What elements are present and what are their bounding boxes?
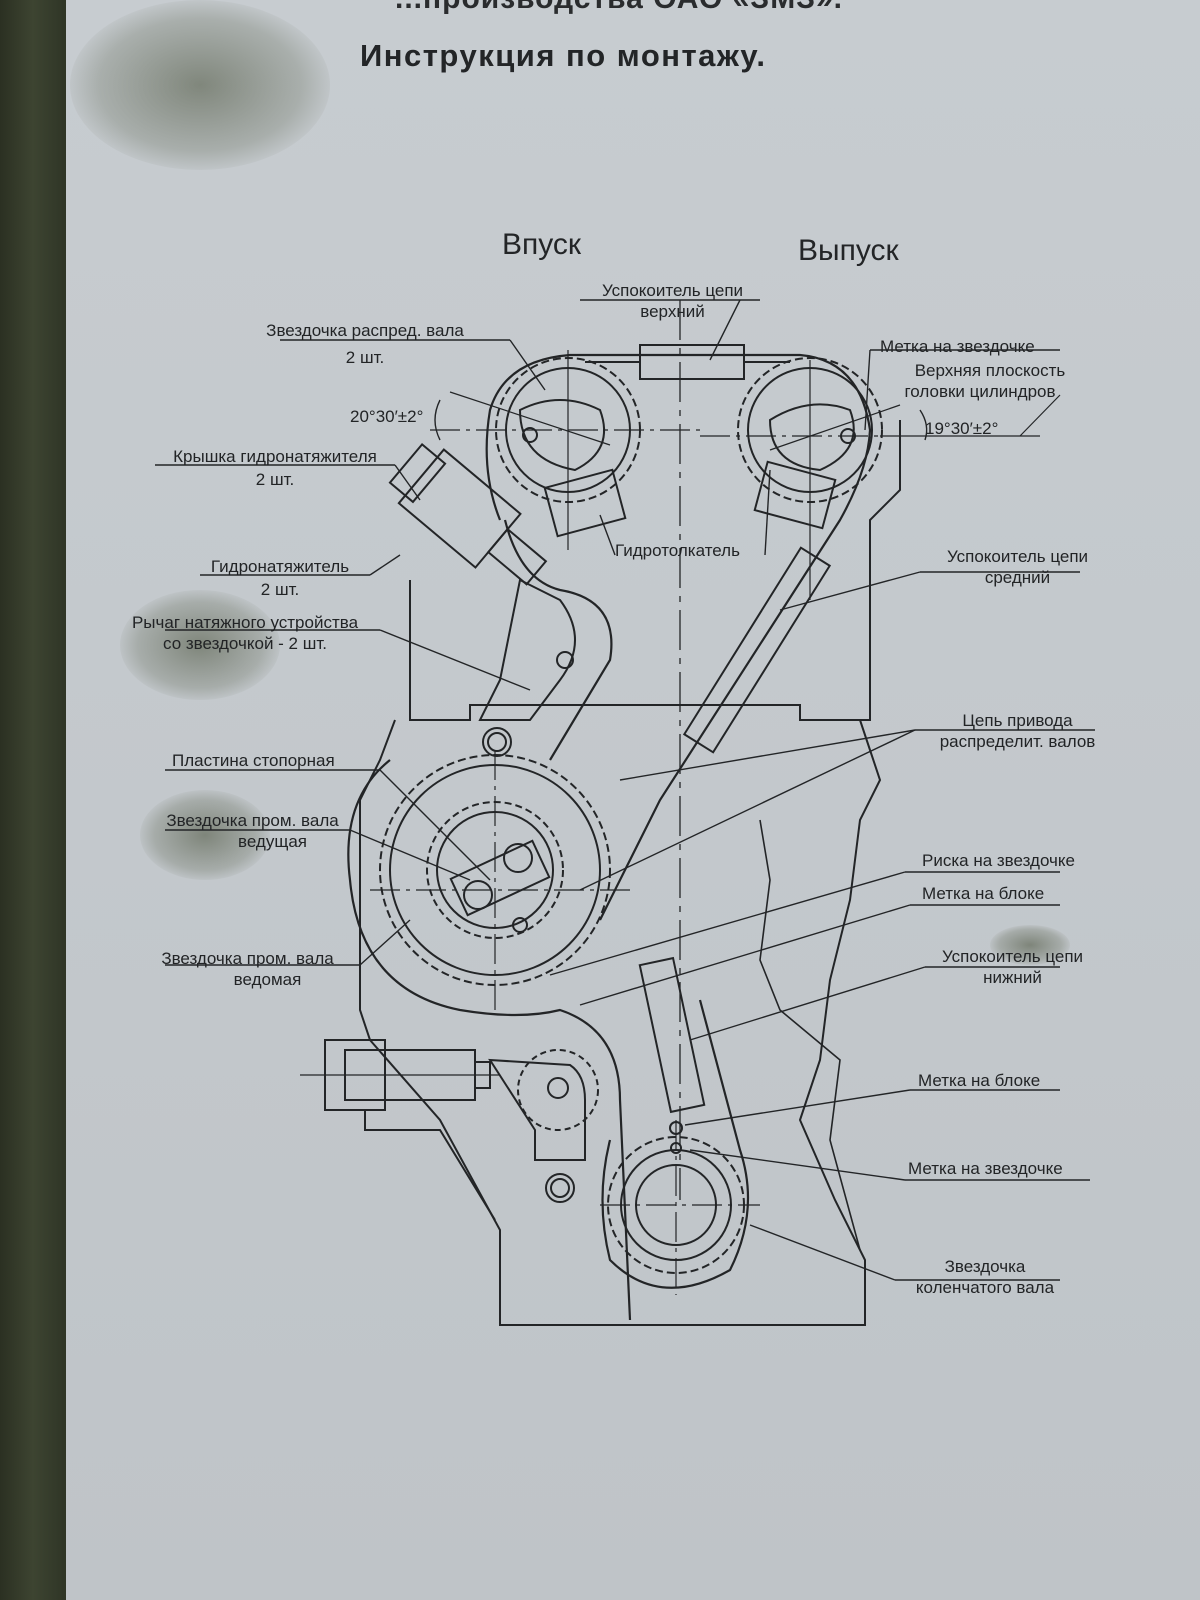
upper-chain bbox=[487, 355, 870, 920]
fingerprint-smudge bbox=[990, 925, 1070, 965]
label-line: Рычаг натяжного устройства bbox=[131, 613, 359, 632]
lower-hydraulic-tensioner bbox=[300, 1040, 500, 1220]
label-line: 2 шт. bbox=[260, 580, 300, 599]
tensioner-lever-label: Рычаг натяжного устройства со звездочкой… bbox=[105, 612, 385, 654]
label-line: средний bbox=[984, 568, 1051, 587]
sprocket-mark-low-label: Метка на звездочке bbox=[908, 1159, 1063, 1178]
lower-tensioner-lever bbox=[490, 1060, 585, 1160]
intake-angle-label: 20°30′±2° bbox=[350, 407, 424, 426]
label-line: Цепь привода bbox=[962, 711, 1073, 730]
head-plane-label: Верхняя плоскость головки цилиндров bbox=[880, 360, 1080, 402]
label-line: Звездочка пром. вала bbox=[161, 949, 334, 968]
lower-damper-label: Успокоитель цепи нижний bbox=[920, 946, 1105, 988]
upper-damper-shape bbox=[640, 345, 744, 379]
exhaust-camshaft-sprocket bbox=[700, 358, 900, 600]
camshaft-chain-label: Цепь привода распределит. валов bbox=[920, 710, 1115, 752]
label-line: Успокоитель цепи bbox=[601, 281, 744, 300]
intake-header: Впуск bbox=[502, 228, 582, 261]
label-line: ведомая bbox=[233, 970, 302, 989]
middle-damper-label: Успокоитель цепи средний bbox=[925, 546, 1110, 588]
document-title-partial: ...производства ОАО «ЗМЗ». bbox=[395, 0, 843, 16]
tensioner-cap-label: Крышка гидронатяжителя 2 шт. bbox=[150, 446, 400, 490]
intermediate-driven-sprocket-label: Звездочка пром. вала ведомая bbox=[135, 948, 360, 990]
hydraulic-lifter-label: Гидротолкатель bbox=[615, 541, 740, 560]
label-line: нижний bbox=[983, 968, 1042, 987]
label-line: распределит. валов bbox=[939, 732, 1096, 751]
intake-camshaft-sprocket bbox=[430, 350, 700, 550]
fingerprint-smudge bbox=[70, 0, 330, 170]
label-line: Звездочка bbox=[944, 1257, 1026, 1276]
lock-plate-label: Пластина стопорная bbox=[172, 751, 335, 770]
lower-chain bbox=[603, 1000, 749, 1288]
paper-sheet bbox=[66, 0, 1200, 1600]
label-line: Гидронатяжитель bbox=[210, 557, 350, 576]
upper-hydraulic-tensioner bbox=[384, 437, 559, 600]
label-line: головки цилиндров bbox=[904, 382, 1056, 401]
label-line: коленчатого вала bbox=[915, 1278, 1055, 1297]
engine-block-lower bbox=[360, 720, 880, 1325]
label-line: Успокоитель цепи bbox=[946, 547, 1089, 566]
upper-damper-label: Успокоитель цепи верхний bbox=[580, 280, 765, 322]
label-line: верхний bbox=[640, 302, 705, 321]
sprocket-mark-top-label: Метка на звездочке bbox=[880, 337, 1035, 356]
intermediate-drive-sprocket-label: Звездочка пром. вала ведущая bbox=[140, 810, 365, 852]
table-surface bbox=[0, 0, 66, 1600]
leader-lines bbox=[155, 300, 1095, 1280]
label-line: Верхняя плоскость bbox=[914, 361, 1066, 380]
label-line: 2 шт. bbox=[255, 470, 295, 489]
label-line: со звездочкой - 2 шт. bbox=[163, 634, 327, 653]
exhaust-angle-label: 19°30′±2° bbox=[925, 419, 999, 438]
crankshaft-sprocket bbox=[600, 1120, 760, 1295]
label-line: ведущая bbox=[238, 832, 307, 851]
fingerprint-smudge bbox=[120, 590, 280, 700]
camshaft-sprocket-label: Звездочка распред. вала 2 шт. bbox=[240, 320, 490, 368]
block-mark-mid-label: Метка на блоке bbox=[922, 884, 1045, 903]
sprocket-notch-label: Риска на звездочке bbox=[922, 851, 1075, 870]
middle-damper-shape bbox=[684, 548, 829, 753]
document-title: Инструкция по монтажу. bbox=[360, 38, 767, 73]
label-line: Звездочка распред. вала bbox=[266, 321, 464, 340]
label-line: 2 шт. bbox=[345, 348, 385, 367]
outer-chain-loop bbox=[348, 760, 630, 1320]
label-line: Звездочка пром. вала bbox=[166, 811, 339, 830]
engine-block-outline bbox=[410, 420, 900, 720]
lock-plate-shape bbox=[451, 841, 549, 915]
label-line: Успокоитель цепи bbox=[941, 947, 1084, 966]
exhaust-header: Выпуск bbox=[798, 234, 899, 267]
upper-tensioner-lever bbox=[480, 580, 575, 720]
block-mark-low-label: Метка на блоке bbox=[918, 1071, 1041, 1090]
hydraulic-tensioner-label: Гидронатяжитель 2 шт. bbox=[190, 556, 370, 600]
label-line: Крышка гидронатяжителя bbox=[173, 447, 377, 466]
lower-damper-shape bbox=[640, 958, 704, 1112]
crankshaft-sprocket-label: Звездочка коленчатого вала bbox=[900, 1256, 1070, 1298]
fingerprint-smudge bbox=[140, 790, 270, 880]
block-inner-line bbox=[760, 820, 860, 1250]
